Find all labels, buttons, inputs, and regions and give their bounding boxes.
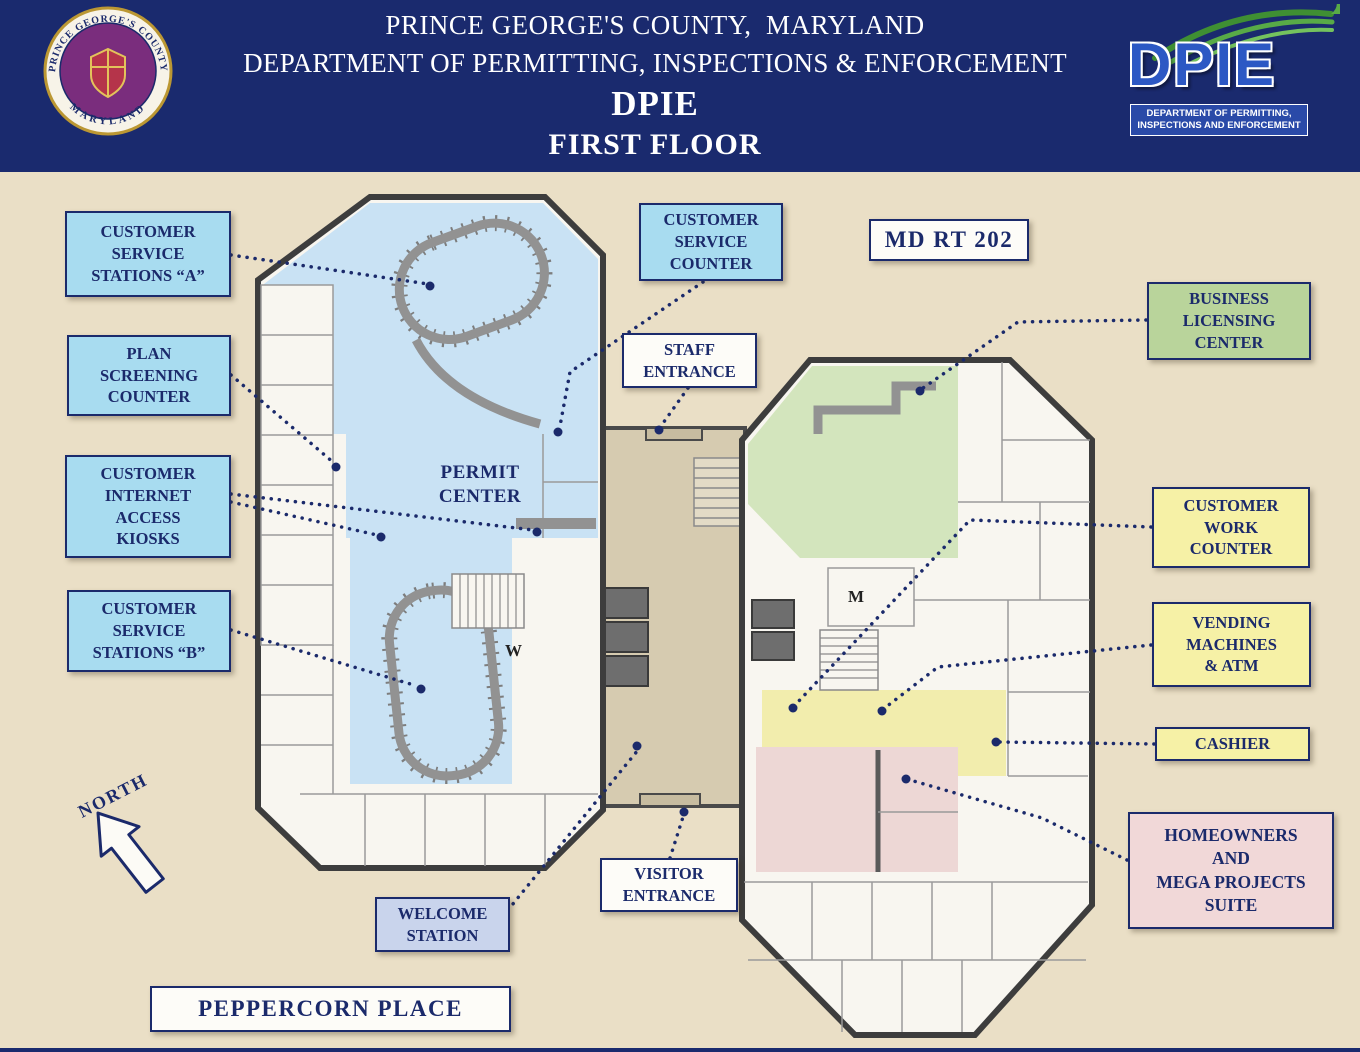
callout-staff-entrance: STAFF ENTRANCE	[622, 333, 757, 388]
kiosk-counter	[516, 518, 596, 529]
business-licensing-area	[748, 366, 958, 558]
cashier-vending-area	[762, 690, 1006, 776]
header-county-line: PRINCE GEORGE'S COUNTY, MARYLAND	[385, 10, 925, 40]
header-titles: PRINCE GEORGE'S COUNTY, MARYLAND DEPARTM…	[190, 10, 1120, 162]
permit-center-area	[264, 203, 598, 434]
dpie-logo-text: DPIE	[1128, 31, 1277, 98]
callout-business-licensing-center: BUSINESS LICENSING CENTER	[1147, 282, 1311, 360]
callout-customer-service-stations-b: CUSTOMER SERVICE STATIONS “B”	[67, 590, 231, 672]
callout-plan-screening-counter: PLAN SCREENING COUNTER	[67, 335, 231, 416]
service-counter-a	[391, 215, 553, 348]
header-dpie-title: DPIE	[611, 84, 699, 123]
floor-plan-map: W PERMIT CENTER M	[0, 172, 1360, 1052]
central-connector	[598, 426, 747, 808]
callout-customer-internet-access-kiosks: CUSTOMER INTERNET ACCESS KIOSKS	[65, 455, 231, 558]
callout-cashier: CASHIER	[1155, 727, 1310, 761]
right-building: M	[739, 357, 1095, 1038]
callout-customer-service-stations-a: CUSTOMER SERVICE STATIONS “A”	[65, 211, 231, 297]
elevator-icon	[603, 587, 649, 619]
leader-lines	[229, 253, 1156, 912]
licensing-counter	[813, 381, 936, 434]
callout-homeowners-mega-projects-suite: HOMEOWNERS AND MEGA PROJECTS SUITE	[1128, 812, 1334, 929]
callout-visitor-entrance: VISITOR ENTRANCE	[600, 858, 738, 912]
county-seal-icon: PRINCE GEORGE'S COUNTY MARYLAND	[43, 6, 173, 136]
north-label: NORTH	[75, 770, 151, 822]
dpie-logo-subtext-line2: INSPECTIONS AND ENFORCEMENT	[1137, 119, 1301, 131]
elevator-icon	[603, 655, 649, 687]
stairs-icon	[451, 573, 525, 629]
road-label-md-rt-202: MD RT 202	[869, 219, 1029, 261]
left-building: W PERMIT CENTER	[255, 194, 606, 871]
visitor-entrance-door	[639, 793, 701, 807]
header-floor-title: FIRST FLOOR	[548, 128, 762, 161]
elevator-icon	[603, 621, 649, 653]
floor-plan-svg: W PERMIT CENTER M	[75, 194, 1156, 1038]
header: PRINCE GEORGE'S COUNTY MARYLAND PRINCE G…	[0, 0, 1360, 172]
stairs-icon	[819, 629, 879, 691]
elevator-icon	[751, 599, 795, 629]
building-label-peppercorn-place: PEPPERCORN PLACE	[150, 986, 511, 1032]
staff-entrance-door	[645, 427, 703, 441]
north-arrow: NORTH	[75, 770, 165, 894]
callout-welcome-station: WELCOME STATION	[375, 897, 510, 952]
callout-customer-service-counter: CUSTOMER SERVICE COUNTER	[639, 203, 783, 281]
service-counter-extension	[412, 337, 542, 429]
callout-customer-work-counter: CUSTOMER WORK COUNTER	[1152, 487, 1310, 568]
dpie-logo: DPIE DEPARTMENT OF PERMITTING, INSPECTIO…	[1126, 4, 1340, 164]
callout-vending-machines-atm: VENDING MACHINES & ATM	[1152, 602, 1311, 687]
homeowners-suite-area	[756, 747, 958, 872]
permit-center-label: PERMIT	[441, 462, 520, 483]
header-department-line: DEPARTMENT OF PERMITTING, INSPECTIONS & …	[243, 48, 1067, 78]
permit-center-label-line2: CENTER	[439, 486, 521, 507]
restroom-w-label: W	[505, 641, 522, 660]
leaf-swoosh-icon	[1152, 4, 1340, 66]
dpie-logo-subtext: DEPARTMENT OF PERMITTING, INSPECTIONS AN…	[1130, 104, 1308, 136]
north-arrow-icon	[96, 811, 165, 894]
county-seal: PRINCE GEORGE'S COUNTY MARYLAND	[42, 5, 174, 137]
dpie-logo-subtext-line1: DEPARTMENT OF PERMITTING,	[1146, 108, 1292, 119]
restroom-m-label: M	[848, 587, 864, 606]
service-counter-b	[381, 582, 507, 784]
elevator-icon	[751, 631, 795, 661]
